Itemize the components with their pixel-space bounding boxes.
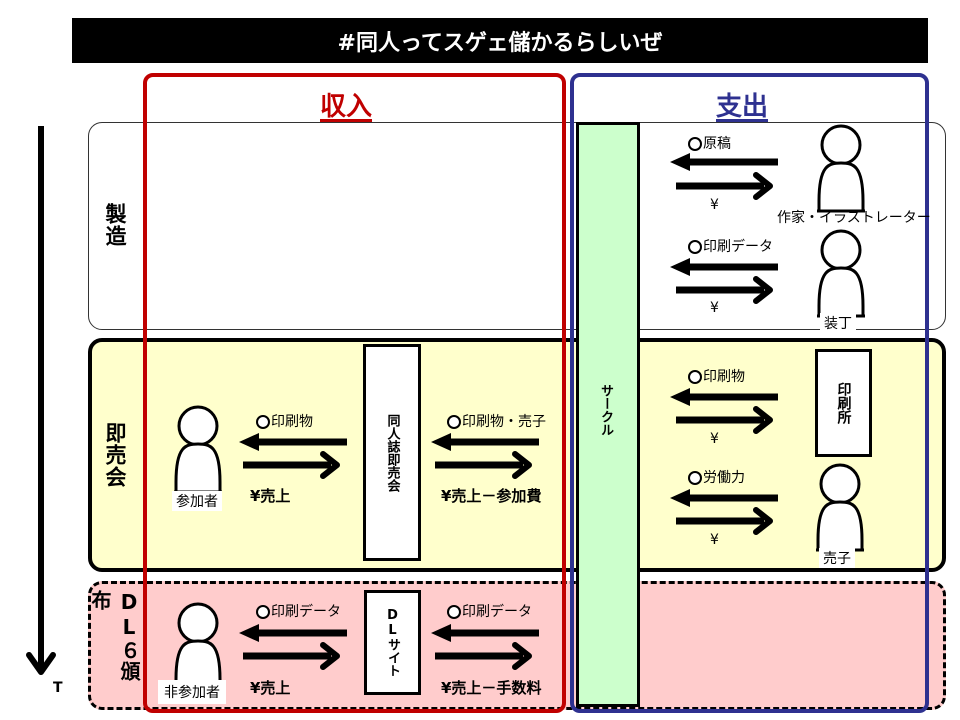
- goods-label-venue: 印刷物・売子: [447, 411, 546, 431]
- goods-label-helper: 労働力: [688, 467, 745, 487]
- income-title: 収入: [320, 92, 373, 122]
- phase-manufacturing: [88, 122, 946, 330]
- goods-label-attendee: 印刷物: [256, 411, 313, 431]
- money-label-helper: ¥: [710, 532, 719, 548]
- circle-icon: [688, 240, 702, 254]
- phase-label-event: 即売会: [103, 422, 127, 488]
- attendee-label: 参加者: [172, 491, 222, 511]
- dl-site-box: DLサイト: [364, 590, 421, 695]
- expense-frame: [570, 73, 929, 713]
- goods-label-printer: 印刷物: [688, 366, 745, 386]
- income-frame: [143, 73, 566, 713]
- money-label-attendee: ¥売上: [250, 487, 291, 505]
- circle-column: [576, 122, 640, 707]
- money-label-printer: ¥: [710, 431, 719, 447]
- circle-icon: [447, 605, 461, 619]
- expense-title: 支出: [716, 92, 769, 122]
- circle-icon: [256, 415, 270, 429]
- buyer-label: 非参加者: [158, 680, 226, 704]
- circle-icon: [688, 370, 702, 384]
- goods-label-binding: 印刷データ: [688, 236, 773, 256]
- circle-icon: [447, 415, 461, 429]
- money-label-writer: ¥: [710, 197, 719, 213]
- diagram-title: #同人ってスゲェ儲かるらしいぜ: [72, 18, 928, 63]
- venue-box: 同人誌即売会: [363, 344, 421, 561]
- goods-label-writer: 原稿: [688, 133, 731, 153]
- goods-label-site: 印刷データ: [447, 601, 532, 621]
- money-label-site: ¥売上－手数料: [441, 679, 542, 697]
- goods-label-buyer: 印刷データ: [256, 601, 341, 621]
- circle-icon: [688, 137, 702, 151]
- money-label-buyer: ¥売上: [250, 679, 291, 697]
- phase-label-manufacturing: 製造: [103, 203, 127, 247]
- phase-label-dl: DL６頒布: [88, 590, 141, 682]
- partner-label-helper: 売子: [819, 548, 855, 568]
- money-label-venue: ¥売上－参加費: [441, 487, 542, 505]
- timeline-label: T: [53, 680, 63, 696]
- printer-box: 印刷所: [815, 349, 872, 457]
- circle-icon: [256, 605, 270, 619]
- circle-icon: [688, 471, 702, 485]
- money-label-binding: ¥: [710, 300, 719, 316]
- circle-label: サークル: [598, 384, 613, 436]
- partner-label-binding: 装丁: [820, 313, 856, 333]
- partner-label-writer: 作家・イラストレーター: [777, 210, 931, 226]
